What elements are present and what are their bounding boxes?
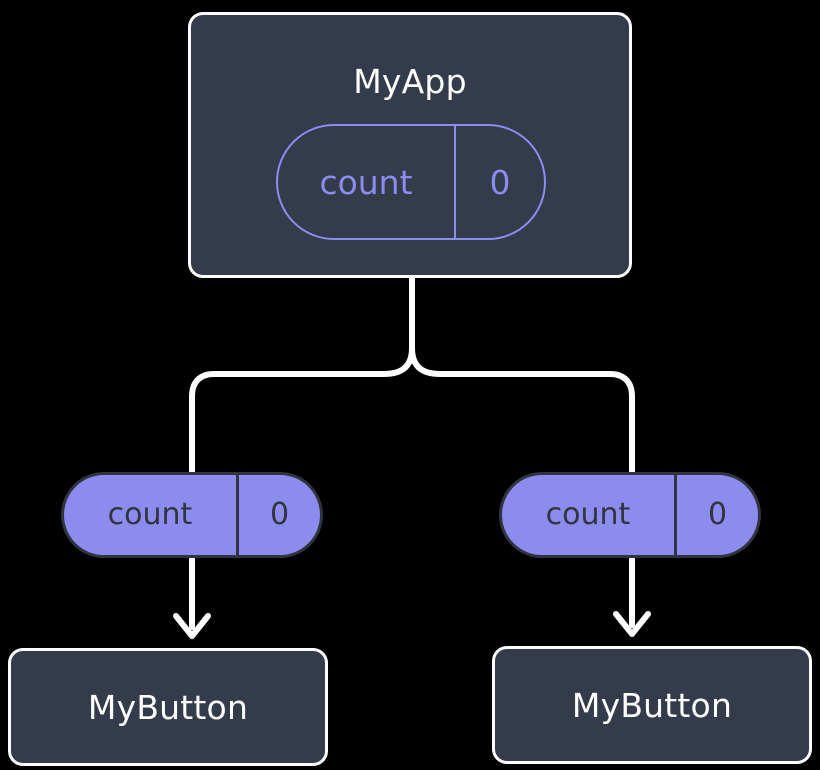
state-pill-root[interactable]: count 0 <box>276 124 546 240</box>
state-pill-value: 0 <box>236 475 320 555</box>
state-pill-value: 0 <box>674 475 758 555</box>
state-pill-key: count <box>319 162 413 202</box>
component-title: MyButton <box>87 687 249 727</box>
state-pill-key: count <box>107 497 193 532</box>
component-title: MyApp <box>353 62 467 101</box>
fork-connector-icon <box>189 275 635 475</box>
state-pill-right[interactable]: count 0 <box>499 472 761 558</box>
state-pill-value: 0 <box>454 126 544 238</box>
arrow-down-icon <box>173 558 211 639</box>
component-node-mybutton-right[interactable]: MyButton <box>492 646 812 764</box>
component-node-mybutton-left[interactable]: MyButton <box>8 648 328 766</box>
state-pill-key: count <box>545 497 631 532</box>
state-pill-left[interactable]: count 0 <box>61 472 323 558</box>
component-title: MyButton <box>571 685 733 725</box>
arrow-down-icon <box>613 558 651 637</box>
